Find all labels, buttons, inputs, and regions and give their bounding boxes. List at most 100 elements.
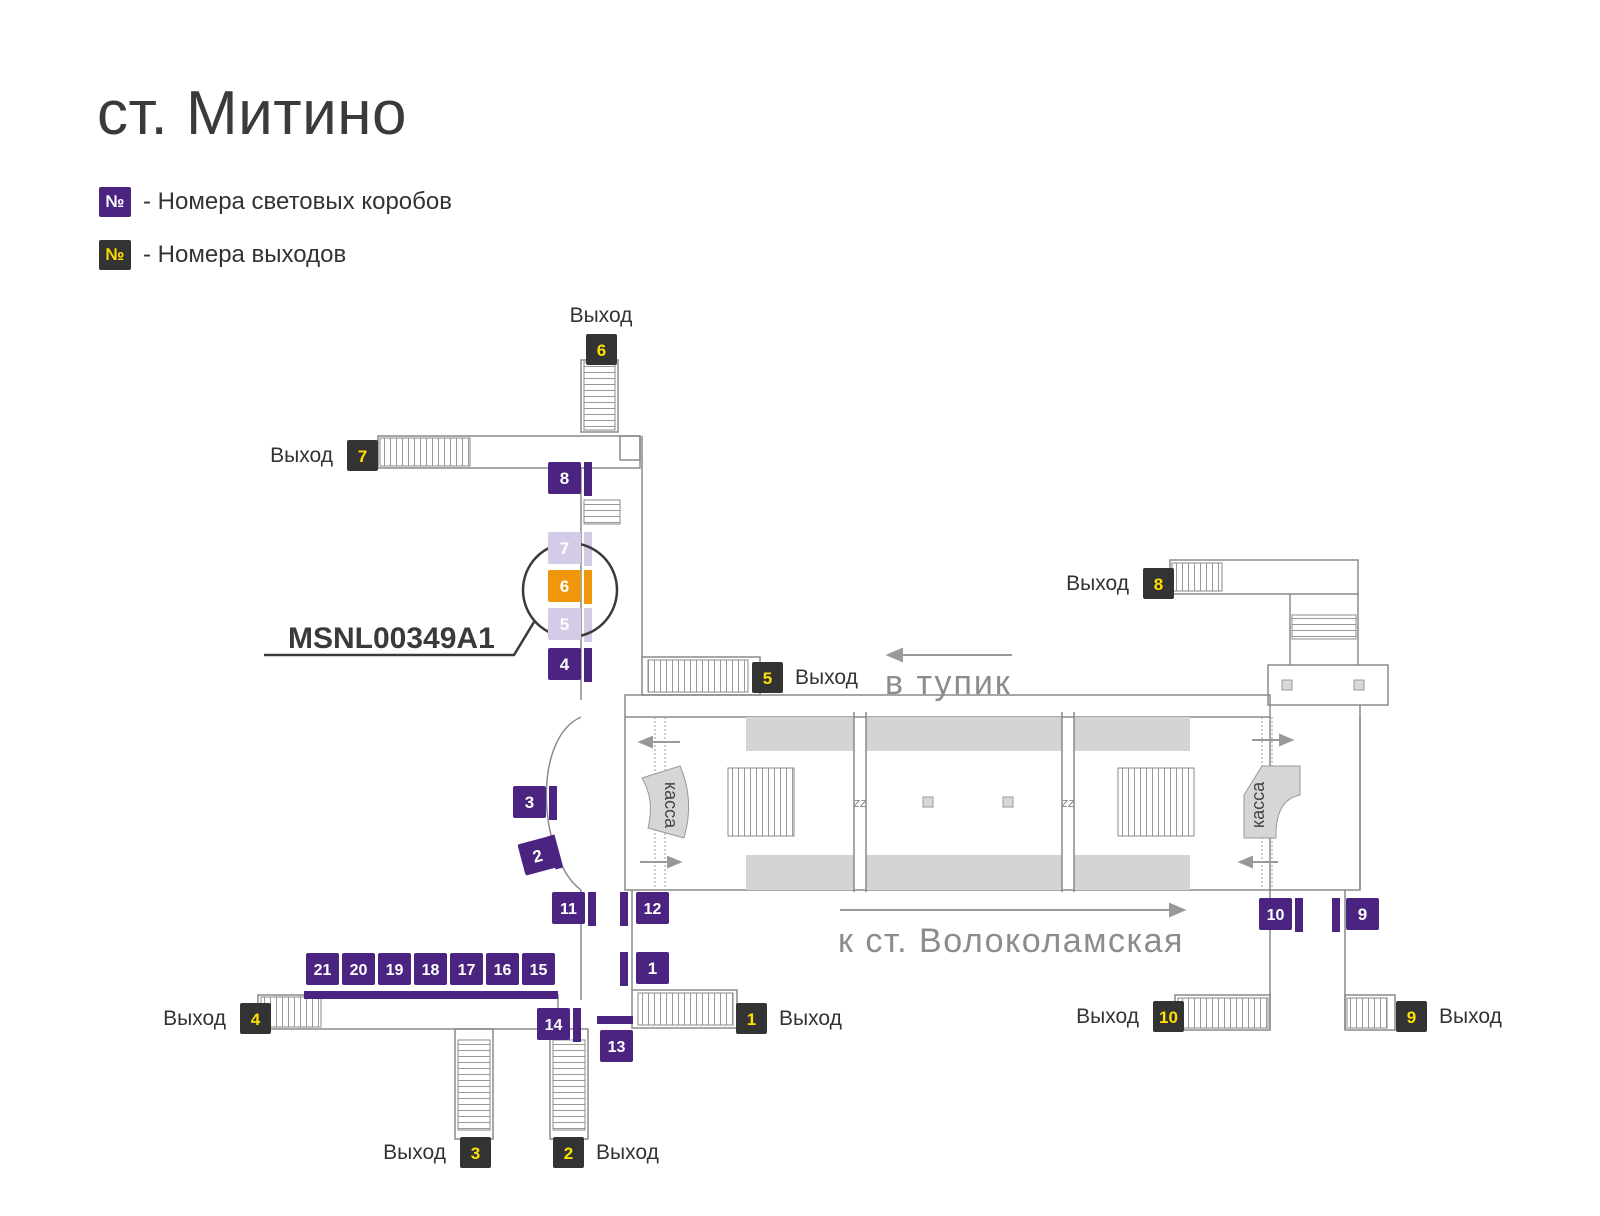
page-title: ст. Митино bbox=[97, 79, 408, 148]
exit-number: 3 bbox=[471, 1144, 480, 1163]
exit-badge bbox=[1143, 568, 1174, 599]
exit-badge bbox=[347, 440, 378, 471]
exit-number: 10 bbox=[1159, 1008, 1178, 1027]
exit-label: Выход bbox=[570, 304, 633, 327]
light-box-badge bbox=[1259, 898, 1292, 930]
kassa-west: касса bbox=[641, 765, 690, 839]
light-box-18: 18 bbox=[414, 953, 447, 985]
exit-label: Выход bbox=[1066, 572, 1129, 595]
kassa-east-label: касса bbox=[1248, 781, 1268, 828]
light-box-number: 9 bbox=[1358, 905, 1367, 924]
exit-10: 10 Выход bbox=[1076, 1001, 1184, 1032]
light-box-19: 19 bbox=[378, 953, 411, 985]
light-box-number: 16 bbox=[494, 962, 512, 979]
light-box-16: 16 bbox=[486, 953, 519, 985]
light-box-badge bbox=[306, 953, 339, 985]
exit-7: 7 Выход bbox=[270, 440, 378, 471]
light-box-bars bbox=[304, 462, 1340, 1042]
light-box-badge bbox=[414, 953, 447, 985]
light-box-badge bbox=[548, 532, 581, 564]
light-box-badge bbox=[548, 462, 581, 494]
exit-badge bbox=[586, 334, 617, 365]
corridor-corner-7 bbox=[619, 435, 641, 461]
light-box-number: 3 bbox=[525, 793, 534, 812]
exit-label: Выход bbox=[270, 444, 333, 467]
light-box-badge bbox=[522, 953, 555, 985]
light-box-badge bbox=[378, 953, 411, 985]
exit-label: Выход bbox=[163, 1007, 226, 1030]
light-box-badge bbox=[552, 892, 585, 924]
light-box-12: 12 bbox=[636, 892, 669, 924]
exit-number: 8 bbox=[1154, 575, 1163, 594]
exit-badge bbox=[240, 1003, 271, 1034]
exit-number: 7 bbox=[358, 447, 367, 466]
columns bbox=[922, 679, 1365, 808]
callout-code: MSNL00349A1 bbox=[288, 622, 495, 655]
light-box-badge bbox=[548, 648, 581, 680]
platform-dividers bbox=[853, 712, 1075, 892]
light-box-number: 8 bbox=[560, 469, 569, 488]
light-box-badge bbox=[548, 608, 581, 640]
light-box-17: 17 bbox=[450, 953, 483, 985]
exit-number: 9 bbox=[1407, 1008, 1416, 1027]
light-box-number: 21 bbox=[314, 962, 332, 979]
exit-badge bbox=[1396, 1001, 1427, 1032]
light-box-5: 5 bbox=[548, 608, 581, 640]
light-box-number: 20 bbox=[350, 962, 368, 979]
light-box-number: 10 bbox=[1267, 907, 1285, 924]
exit-label: Выход bbox=[596, 1141, 659, 1164]
exit-badge bbox=[736, 1003, 767, 1034]
light-box-badge bbox=[450, 953, 483, 985]
exit-label: Выход bbox=[779, 1007, 842, 1030]
light-box-4: 4 bbox=[548, 648, 581, 680]
exit-2: 2 Выход bbox=[553, 1137, 659, 1168]
light-box-badge bbox=[537, 1008, 570, 1040]
exit-badge bbox=[553, 1137, 584, 1168]
light-box-number: 12 bbox=[644, 901, 662, 918]
light-box-number: 18 bbox=[422, 962, 440, 979]
exit-label: Выход bbox=[1076, 1005, 1139, 1028]
direction-dead-end: в тупик bbox=[885, 664, 1012, 702]
exit-badge bbox=[460, 1137, 491, 1168]
light-box-21: 21 bbox=[306, 953, 339, 985]
kassa-west-label: касса bbox=[661, 782, 681, 829]
light-box-number: 13 bbox=[608, 1039, 626, 1056]
light-box-badge bbox=[548, 570, 581, 602]
corridor-exit-9 bbox=[1344, 994, 1396, 1031]
exit-number: 6 bbox=[597, 341, 606, 360]
light-box-badge bbox=[600, 1030, 633, 1062]
legend-exit-text: - Номера выходов bbox=[143, 241, 347, 268]
light-box-number: 15 bbox=[530, 962, 548, 979]
exit-badge bbox=[752, 662, 783, 693]
exit-number: 2 bbox=[564, 1144, 573, 1163]
light-box-10: 10 bbox=[1259, 898, 1292, 930]
exit-8: 8 Выход bbox=[1066, 568, 1174, 599]
light-box-number: 17 bbox=[458, 962, 476, 979]
direction-volokolamskaya: к ст. Волоколамская bbox=[838, 922, 1184, 960]
exit-badge bbox=[1153, 1001, 1184, 1032]
light-box-2: 2 bbox=[517, 836, 558, 876]
light-box-8: 8 bbox=[548, 462, 581, 494]
east-hall bbox=[1267, 664, 1389, 706]
exit-number: 5 bbox=[763, 669, 772, 688]
light-box-number: 4 bbox=[560, 655, 570, 674]
escalator-marks: zz zz bbox=[853, 795, 1076, 810]
light-box-badge bbox=[1346, 898, 1379, 930]
light-box-11: 11 bbox=[552, 892, 585, 924]
exit-label: Выход bbox=[383, 1141, 446, 1164]
legend-box-badge: № bbox=[99, 187, 131, 217]
light-box-9: 9 bbox=[1346, 898, 1379, 930]
light-box-number: 6 bbox=[560, 577, 569, 596]
callout-leader bbox=[264, 621, 536, 657]
legend-box-text: - Номера световых коробов bbox=[143, 188, 452, 215]
light-box-number: 14 bbox=[545, 1017, 563, 1034]
light-box-badge bbox=[636, 952, 669, 984]
light-box-7: 7 bbox=[548, 532, 581, 564]
arrows bbox=[637, 647, 1295, 918]
